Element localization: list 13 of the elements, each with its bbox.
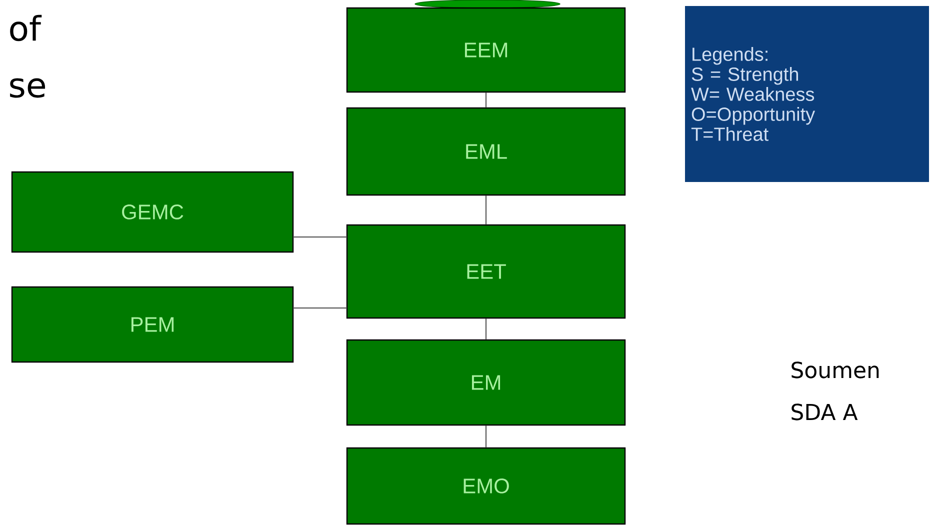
slide-text: SDA A [792, 404, 858, 420]
slide-text: Soumen [792, 362, 879, 378]
legend-box: Legends: S = Strength W= Weakness O=Opportunity T=Threat [685, 6, 929, 182]
process-box: EET [346, 224, 626, 319]
process-box: EM [346, 339, 626, 426]
connector-line [292, 236, 348, 238]
process-box: EML [346, 107, 626, 196]
slide-text: of [10, 14, 42, 42]
slide-text: se [10, 78, 46, 98]
process-box: EMO [346, 447, 626, 525]
process-box: EEM [346, 7, 626, 93]
process-box: PEM [11, 286, 294, 363]
process-box: GEMC [11, 171, 294, 253]
